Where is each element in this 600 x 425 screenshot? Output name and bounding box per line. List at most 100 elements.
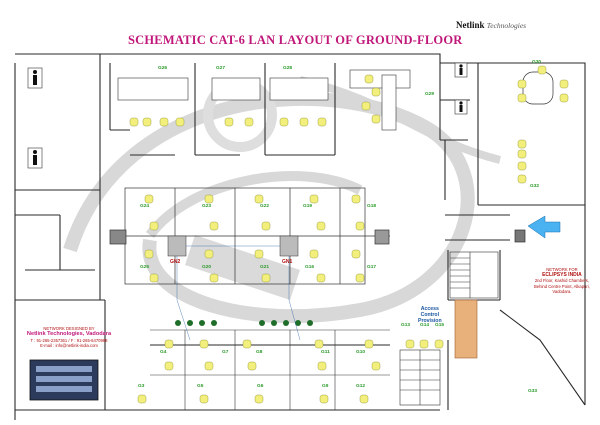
chair-icon [355, 273, 365, 283]
chair-icon [371, 361, 381, 371]
chair-icon [364, 74, 374, 84]
workstation-label: G16 [305, 265, 315, 270]
chair-icon [419, 339, 429, 349]
chair-icon [517, 93, 527, 103]
chair-icon [319, 394, 329, 404]
chair-icon [317, 117, 327, 127]
switch-label: GN2 [170, 259, 181, 265]
chair-icon [209, 221, 219, 231]
network-for-address-3: Vadodara. [552, 288, 572, 294]
chair-icon [434, 339, 444, 349]
top-cabin-desks [117, 69, 411, 131]
workstation-label: G11 [321, 350, 330, 355]
chair-icon [517, 161, 527, 171]
access-control-panel [454, 299, 478, 359]
designer-email: E-mail : info@netlink-india.com [40, 343, 98, 349]
chair-icon [405, 339, 415, 349]
chair-icon [164, 361, 174, 371]
chair-icon [559, 93, 569, 103]
chair-icon [261, 221, 271, 231]
chair-icon [309, 194, 319, 204]
network-for-heading: NETWORK FOR [546, 267, 578, 272]
chair-icon [247, 361, 257, 371]
building-walls [14, 53, 586, 420]
workstation-label: G28 [283, 66, 293, 71]
workstation-label: G30 [532, 60, 542, 65]
chair-icon [299, 117, 309, 127]
chair-icon [371, 87, 381, 97]
designer-block: NETWORK DESIGNED BY Netlink Technologies… [24, 326, 114, 349]
workstation-label: G32 [530, 184, 540, 189]
chair-icon [164, 339, 174, 349]
chair-icon [359, 394, 369, 404]
workstation-label: G29 [425, 92, 435, 97]
lan-cable-runs [176, 245, 301, 341]
brand-tagline: Technologies [486, 21, 527, 30]
chair-icon [244, 117, 254, 127]
workstation-label: G15 [435, 323, 445, 328]
chair-icon [279, 117, 289, 127]
chair-icon [149, 221, 159, 231]
watermark-logo [63, 76, 501, 324]
chair-icon [355, 221, 365, 231]
chair-icon [142, 117, 152, 127]
toilet-icons [27, 62, 468, 169]
chair-icon [351, 249, 361, 259]
chair-icon [144, 194, 154, 204]
workstation-label: G7 [222, 350, 229, 355]
brand-name: Netlink [456, 20, 485, 30]
workstation-label: G3 [138, 384, 145, 389]
workstation-label: G17 [367, 265, 377, 270]
switch-label: GN1 [282, 259, 293, 265]
chair-icons [129, 65, 569, 404]
chair-icon [254, 249, 264, 259]
conference-table [522, 71, 554, 105]
brand-logo: Netlink Technologies [456, 20, 526, 30]
chair-icon [316, 273, 326, 283]
workstation-label: G14 [420, 323, 430, 328]
plant-icons [175, 320, 313, 326]
network-for-address-2: Behind Centre Point, Alkapuri, [534, 283, 590, 289]
chair-icon [254, 194, 264, 204]
workstation-label: G12 [356, 384, 366, 389]
workstation-label: G9 [322, 384, 329, 389]
workstation-label: G10 [356, 350, 366, 355]
access-control-line2: Control [420, 312, 440, 319]
chair-icon [137, 394, 147, 404]
chair-icon [129, 117, 139, 127]
entry-arrow-icon [527, 215, 561, 239]
chair-icon [559, 79, 569, 89]
workstation-label: G18 [367, 204, 377, 209]
chair-icon [204, 361, 214, 371]
chair-icon [254, 394, 264, 404]
curved-wall [499, 309, 586, 406]
designer-company: Netlink Technologies, Vadodara [26, 331, 112, 338]
workstation-label: G8 [256, 350, 263, 355]
designer-phone: T : 91-265-2357361 / F : 91-265-6470988 [30, 337, 108, 343]
access-control-label: Access Control Provision [418, 306, 442, 325]
chair-icon [209, 273, 219, 283]
access-control-line3: Provision [418, 318, 442, 325]
network-for-company: ECLIPSYS INDIA [542, 272, 582, 279]
chair-icon [314, 339, 324, 349]
workstation-label: G24 [140, 204, 150, 209]
chair-icon [361, 101, 371, 111]
bottom-workstations [150, 329, 390, 410]
workstation-label: G20 [202, 265, 212, 270]
chair-icon [317, 361, 327, 371]
workstation-label: G23 [202, 204, 212, 209]
workstation-label: G4 [160, 350, 167, 355]
workstation-label: G33 [528, 389, 538, 394]
chair-icon [199, 339, 209, 349]
chair-icon [144, 249, 154, 259]
workstation-label: G21 [260, 265, 270, 270]
chair-icon [224, 117, 234, 127]
chair-icon [204, 194, 214, 204]
workstation-label: G5 [197, 384, 204, 389]
workstation-label: G22 [260, 204, 270, 209]
chair-icon [316, 221, 326, 231]
workstation-label: G27 [216, 66, 226, 71]
chair-icon [517, 79, 527, 89]
